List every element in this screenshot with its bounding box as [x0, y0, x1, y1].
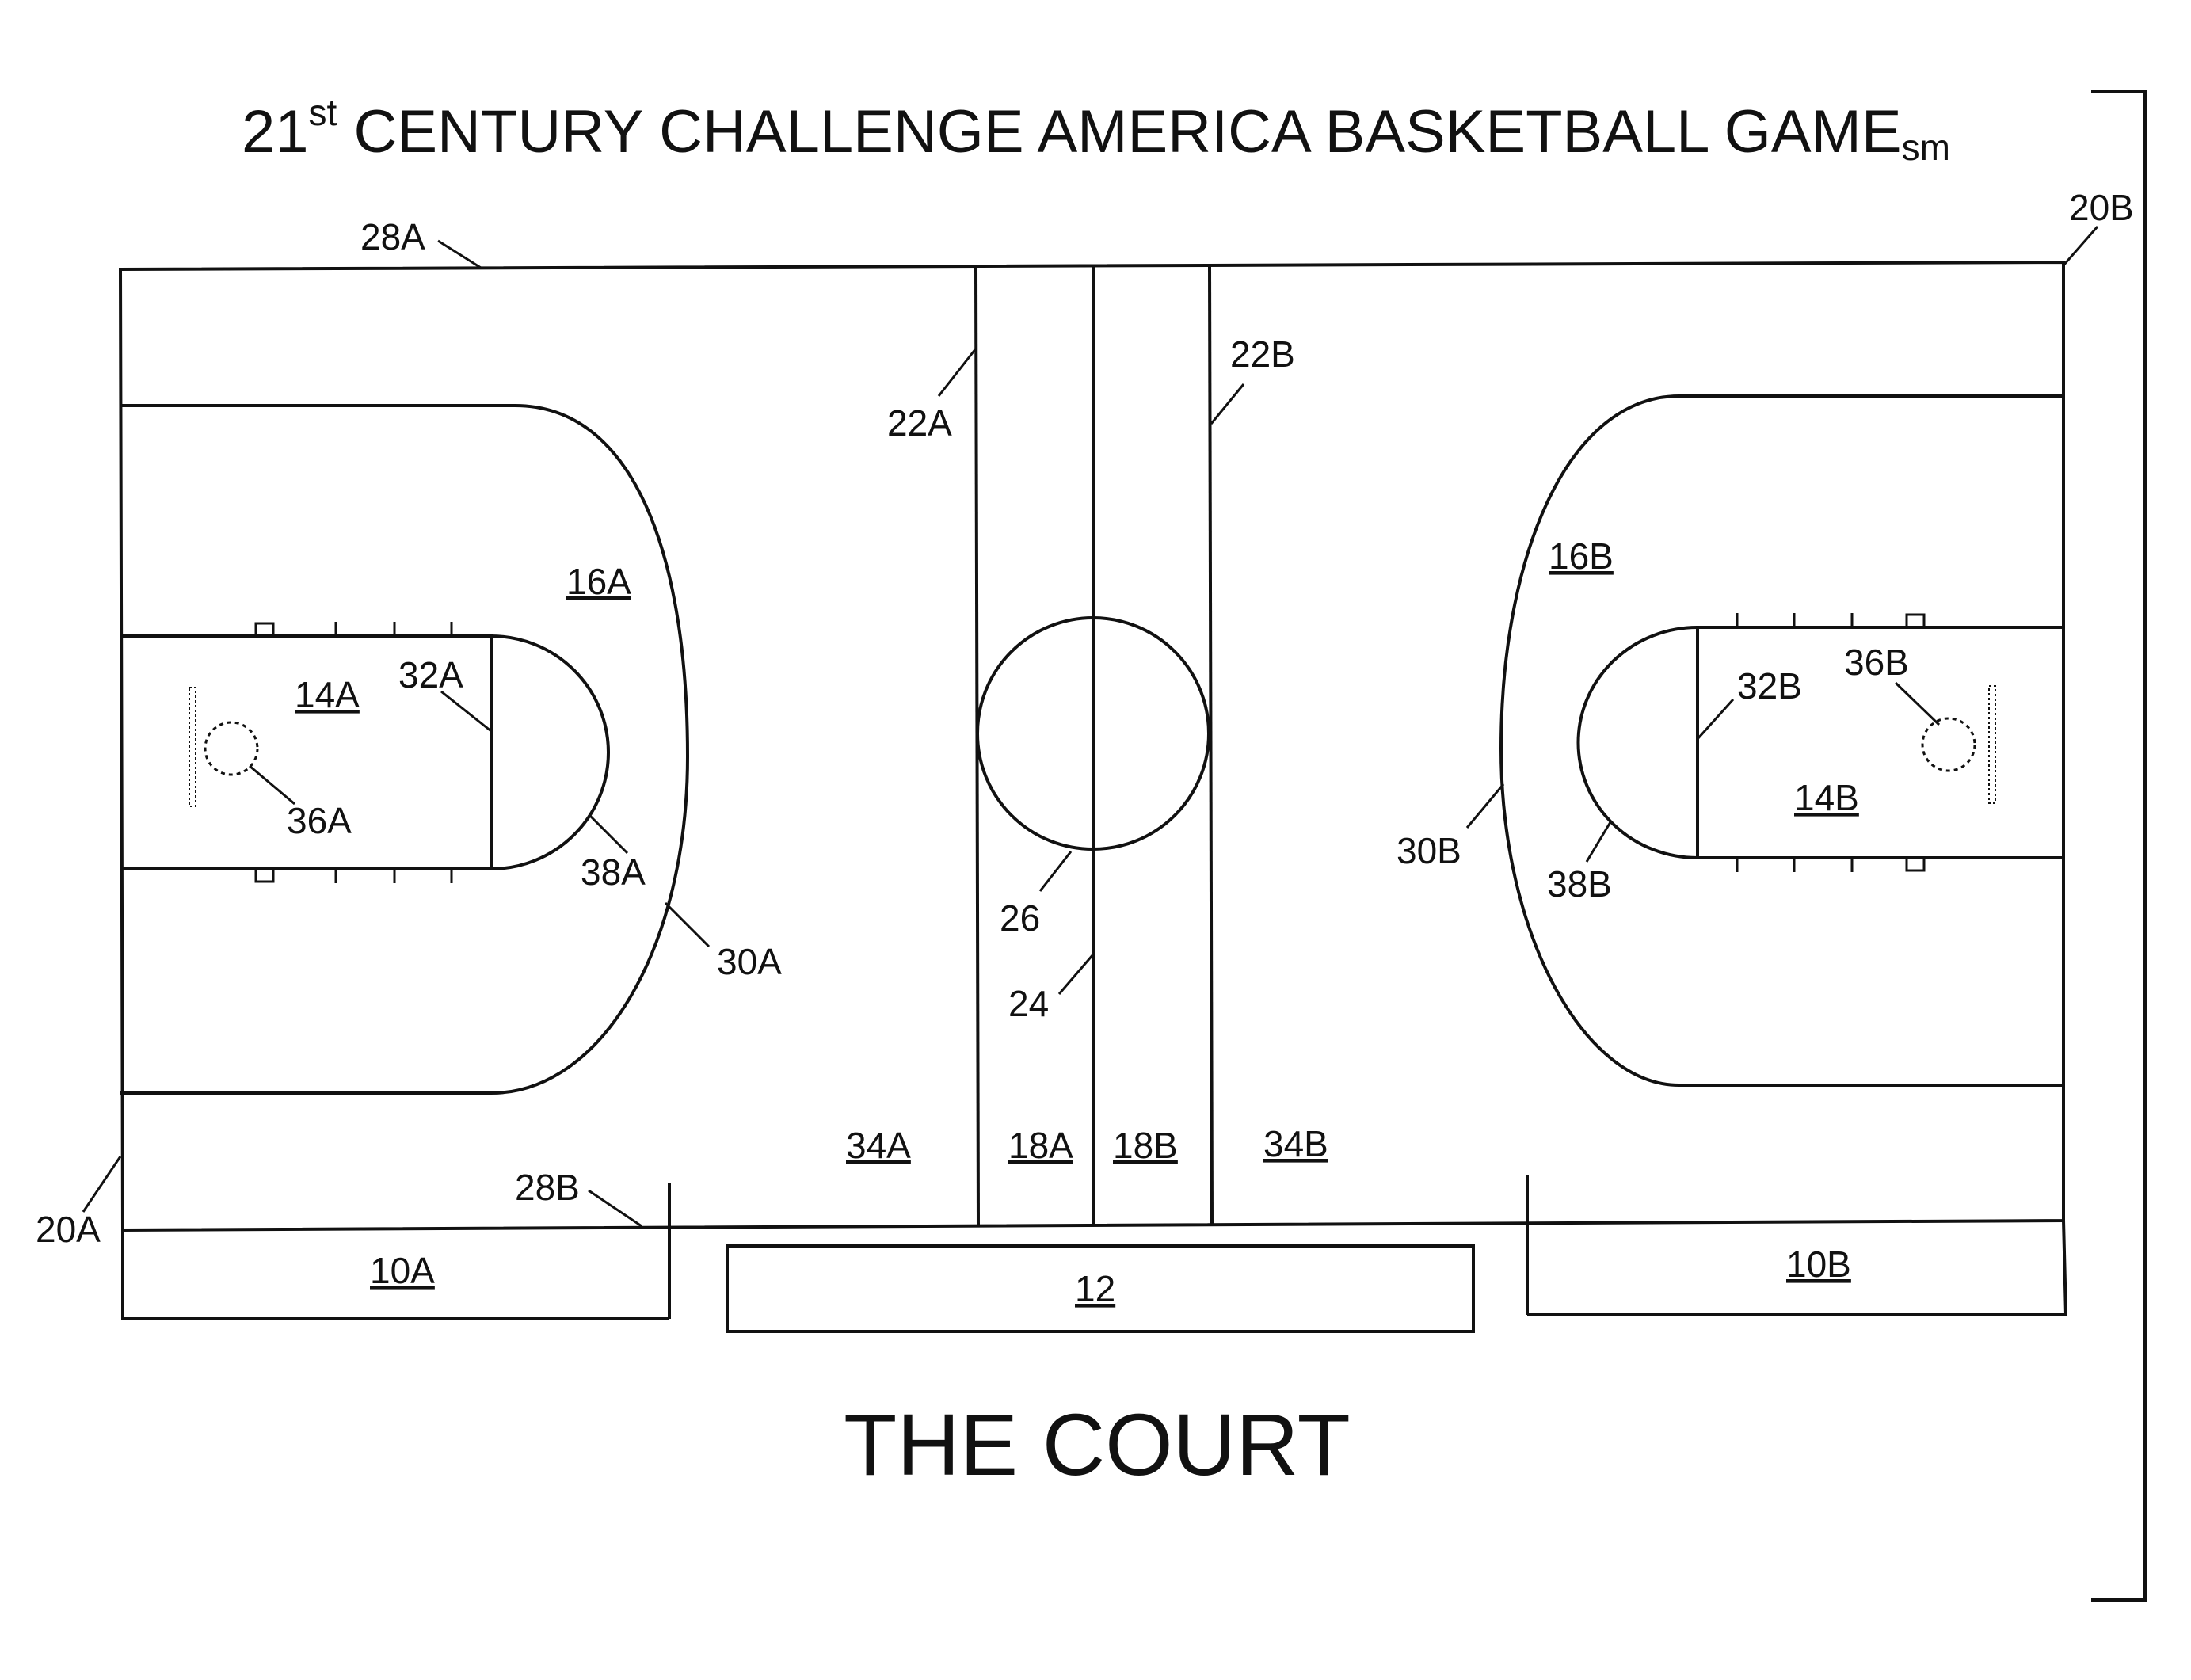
leader-32B [1696, 698, 1735, 741]
leader-30B [1465, 783, 1505, 829]
label-14A: 14A [295, 674, 360, 715]
label-16A: 16A [566, 561, 631, 602]
leader-28B [588, 1189, 642, 1228]
label-36B: 36B [1844, 642, 1909, 683]
title-superscript: st [309, 92, 337, 133]
title-prefix: 21 [242, 98, 309, 166]
leader-38A [589, 814, 629, 855]
court-caption: THE COURT [844, 1396, 1351, 1494]
panel-10A [121, 1232, 669, 1320]
label-30B: 30B [1397, 830, 1461, 871]
diagram-title: 21st CENTURY CHALLENGE AMERICA BASKETBAL… [242, 92, 1950, 168]
label-34B: 34B [1263, 1123, 1328, 1164]
title-main-text: CENTURY CHALLENGE AMERICA BASKETBALL GAM… [337, 98, 1901, 166]
label-10A: 10A [370, 1250, 435, 1291]
leader-32A [440, 690, 492, 733]
leader-36A [249, 764, 295, 806]
panel-10B [1527, 1220, 2068, 1316]
label-14B: 14B [1794, 777, 1859, 818]
label-12: 12 [1075, 1268, 1115, 1309]
hash-block-left-bottom [254, 867, 275, 883]
label-32A: 32A [398, 654, 463, 695]
leader-38B [1585, 821, 1612, 863]
leader-20A [82, 1156, 122, 1213]
free-throw-arc-38A [490, 634, 610, 870]
label-22B: 22B [1230, 333, 1295, 375]
leader-28A [437, 239, 482, 269]
title-subscript: sm [1902, 127, 1950, 168]
label-34A: 34A [846, 1125, 911, 1166]
key-14B [1696, 626, 2063, 859]
hash-block-right-top [1905, 613, 1926, 629]
backboard-left [189, 687, 196, 807]
label-18A: 18A [1008, 1125, 1073, 1166]
label-10B: 10B [1786, 1244, 1851, 1285]
label-18B: 18B [1113, 1125, 1178, 1166]
three-point-arc-30A [120, 404, 690, 1095]
label-16B: 16B [1549, 535, 1614, 577]
leader-22B [1210, 383, 1245, 425]
leader-26 [1038, 851, 1073, 892]
leader-22A [937, 348, 977, 397]
label-22A: 22A [887, 402, 952, 444]
lane-line-22B [1208, 265, 1214, 1225]
leader-30A [664, 901, 711, 948]
hoop-36A [204, 721, 259, 776]
three-point-arc-30B [1499, 394, 2063, 1087]
label-24: 24 [1008, 983, 1049, 1024]
hash-block-left-top [254, 622, 275, 638]
label-20B: 20B [2069, 187, 2134, 228]
label-38B: 38B [1547, 863, 1612, 905]
panel-12 [726, 1244, 1475, 1333]
label-38A: 38A [581, 851, 646, 893]
center-circle-26 [976, 616, 1210, 851]
leader-20B [2062, 226, 2099, 266]
leader-24 [1057, 954, 1095, 995]
hash-block-right-bottom [1905, 856, 1926, 872]
label-20A: 20A [36, 1209, 101, 1250]
right-bracket [2091, 90, 2147, 1602]
key-14A [120, 634, 493, 870]
free-throw-arc-38B [1576, 626, 1698, 859]
label-32B: 32B [1737, 665, 1802, 707]
leader-36B [1894, 681, 1941, 726]
label-36A: 36A [287, 800, 352, 841]
label-26: 26 [1000, 897, 1040, 939]
backboard-right [1988, 685, 1996, 804]
label-28A: 28A [360, 216, 425, 257]
hoop-36B [1921, 717, 1976, 772]
label-28B: 28B [515, 1167, 580, 1208]
label-30A: 30A [717, 941, 782, 982]
